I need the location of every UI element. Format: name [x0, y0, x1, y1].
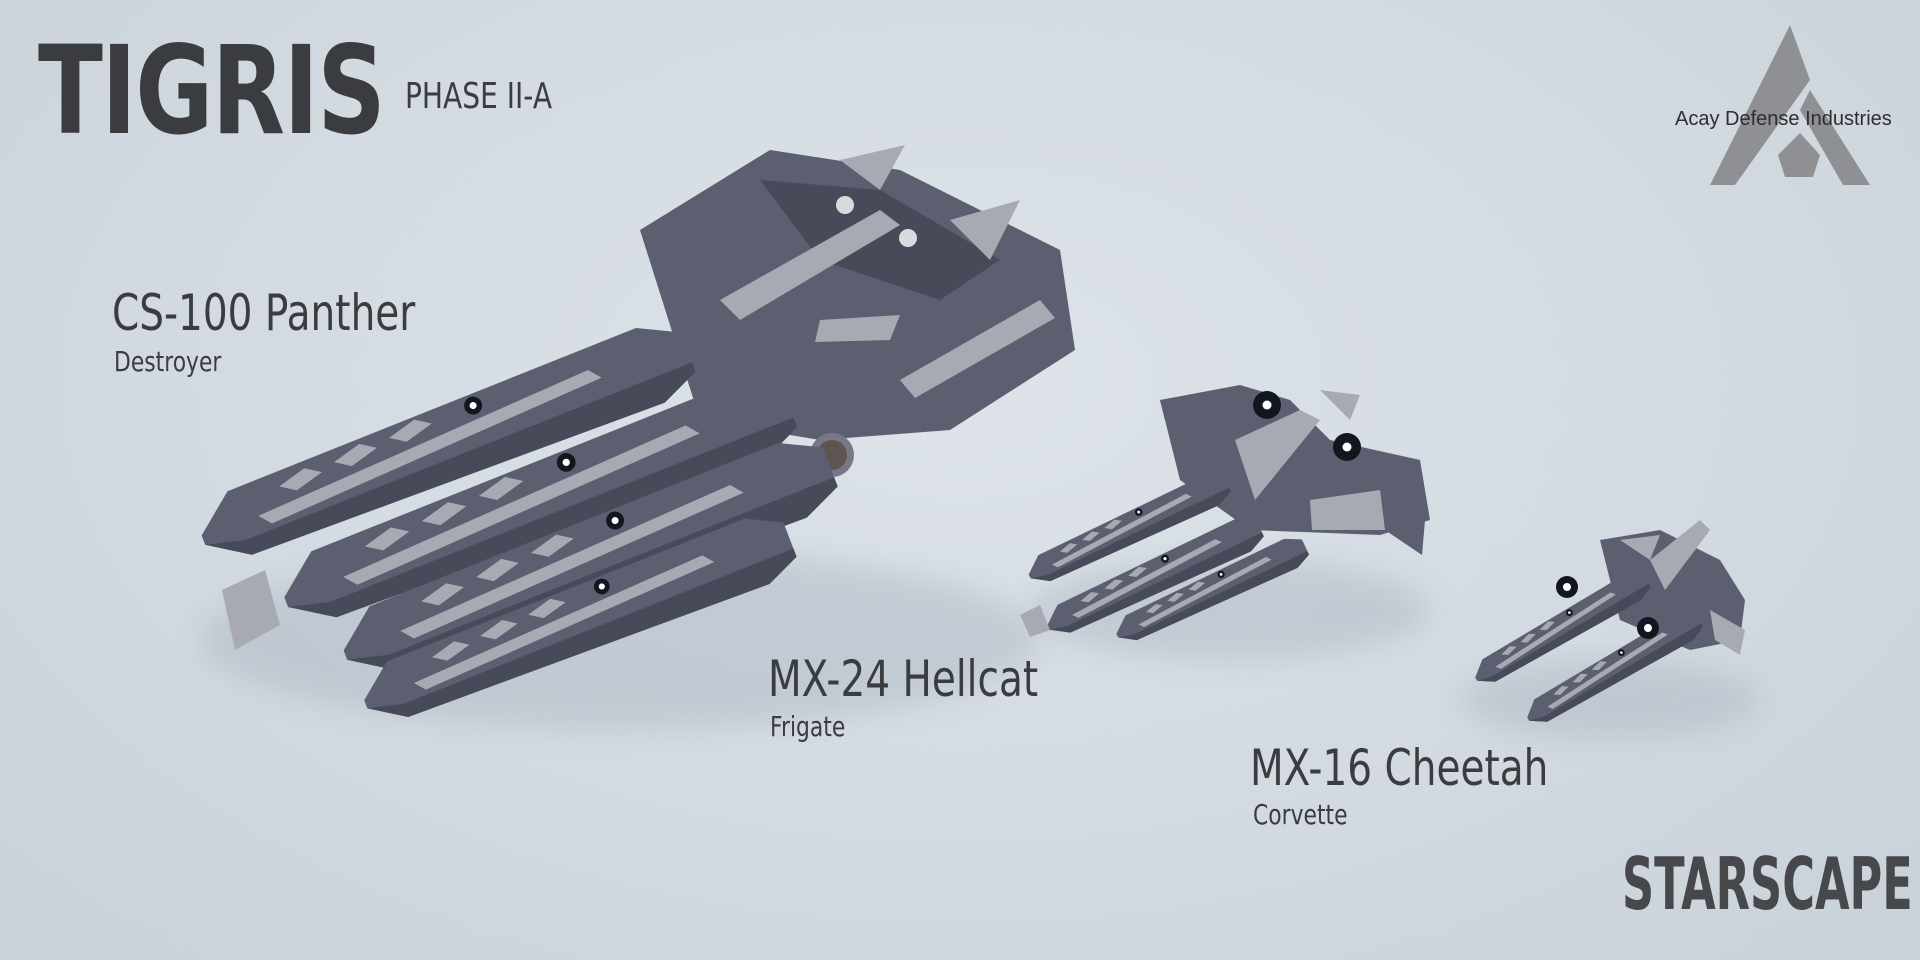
cheetah-fin: [1620, 535, 1660, 560]
cheetah-stripe: [1650, 520, 1710, 590]
logo-text: Acay Defense Industries: [1675, 108, 1892, 130]
panther-nose-tip: [222, 570, 280, 650]
mx-24-hellcat-model: [1020, 385, 1430, 650]
ship-class-cheetah: Corvette: [1253, 798, 1348, 831]
cheetah-window-light: [1563, 583, 1571, 591]
ship-name-hellcat: MX-24 Hellcat: [768, 650, 1039, 708]
ship-name-cheetah: MX-16 Cheetah: [1250, 739, 1549, 797]
page-subtitle: PHASE II-A: [405, 76, 553, 117]
hellcat-wing: [1380, 470, 1425, 555]
hellcat-window-light: [1342, 442, 1352, 452]
cheetah-window-light: [1644, 624, 1652, 632]
hellcat-nose-tip: [1020, 605, 1050, 637]
hellcat-stripe: [1235, 410, 1320, 500]
logo-left-stroke: [1710, 25, 1810, 185]
panther-upper-deck: [760, 180, 1000, 300]
page-title: TIGRIS: [38, 20, 386, 162]
panther-light: [836, 196, 854, 214]
panther-fin: [950, 200, 1020, 260]
logo-pentagon: [1778, 133, 1820, 177]
panther-fin: [840, 145, 905, 190]
cheetah-wing: [1710, 610, 1745, 655]
panther-stripe: [720, 210, 900, 320]
mx-16-cheetah-model: [1468, 520, 1745, 732]
acay-logo-mark: [1710, 25, 1870, 185]
cs-100-panther-model: [188, 145, 1075, 735]
ship-name-panther: CS-100 Panther: [112, 284, 416, 342]
cheetah-body: [1600, 530, 1745, 650]
logo-right-stroke: [1800, 90, 1870, 185]
ship-class-panther: Destroyer: [114, 345, 222, 378]
ship-class-hellcat: Frigate: [770, 710, 846, 743]
hellcat-panel: [1310, 490, 1385, 530]
panther-stripe: [900, 300, 1055, 398]
hellcat-window-light: [1262, 400, 1272, 410]
panther-panel: [815, 315, 900, 342]
hellcat-fin: [1320, 390, 1360, 420]
panther-light: [899, 229, 917, 247]
starscape-wordmark: STARSCAPE: [1622, 842, 1913, 926]
hellcat-wing: [1160, 395, 1225, 425]
